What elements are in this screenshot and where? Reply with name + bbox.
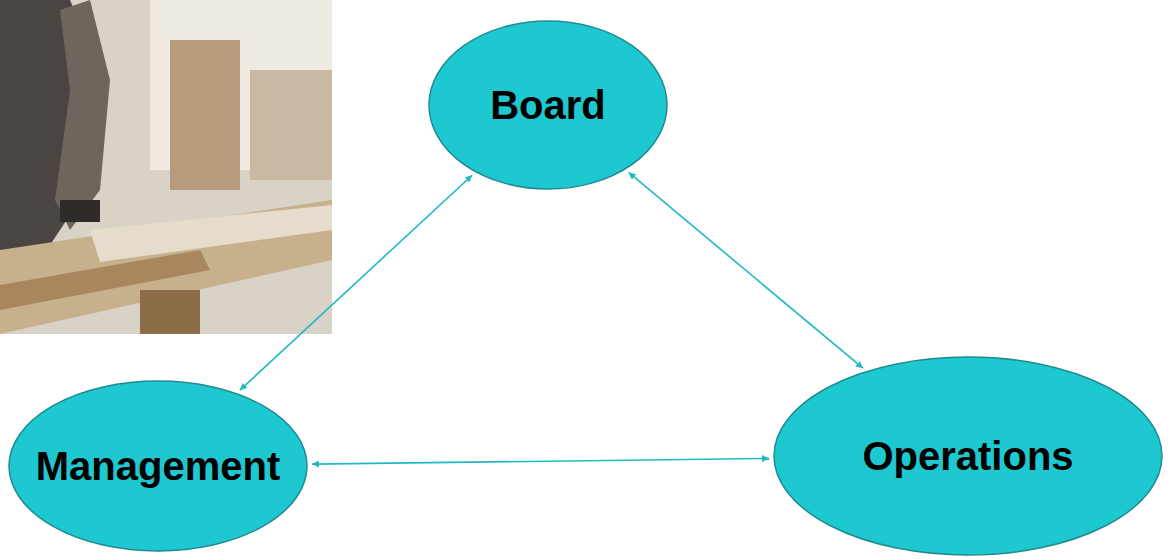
node-label: Operations [862,433,1073,479]
double-arrow [240,175,472,390]
ellipse-node: Operations [773,356,1163,556]
workbench [0,200,332,334]
double-arrow [312,458,769,464]
shelf [170,40,240,190]
node-label: Management [36,443,281,489]
node-label: Board [490,82,606,128]
ellipse-node: Board [428,20,668,190]
power-tool [60,200,100,222]
wood-board [90,205,332,262]
ellipse-fill [774,357,1162,555]
bench-leg [140,290,200,334]
cabinet [250,70,332,180]
worker-arm [55,0,110,230]
double-arrow [629,172,863,368]
ellipse-fill [429,21,667,189]
photo-background [0,0,332,334]
ellipse-fill [9,381,307,551]
ellipse-node: Management [8,380,308,552]
workshop-photo [0,0,332,334]
